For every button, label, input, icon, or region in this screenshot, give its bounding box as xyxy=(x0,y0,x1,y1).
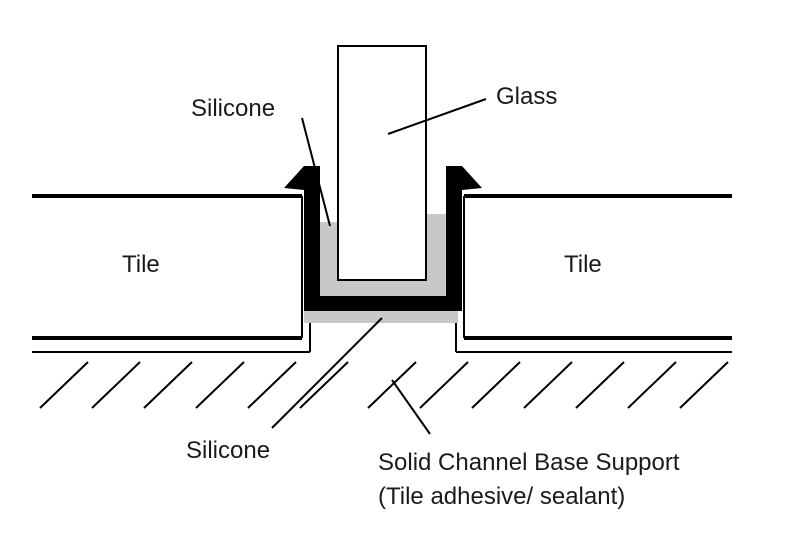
silicone-in-channel xyxy=(320,214,446,296)
leader-lines xyxy=(271,98,487,435)
label-glass: Glass xyxy=(496,83,557,110)
leader-glass xyxy=(387,98,487,135)
label-tile-right: Tile xyxy=(564,251,602,278)
tile-left xyxy=(32,194,310,353)
silicone-bed xyxy=(304,311,458,323)
label-silicone-top: Silicone xyxy=(191,95,275,122)
u-channel xyxy=(284,166,482,311)
leader-silicone-bottom xyxy=(271,317,383,429)
substrate-hatching xyxy=(39,361,729,409)
leader-base-support xyxy=(391,379,431,435)
label-silicone-bottom: Silicone xyxy=(186,437,270,464)
label-base-support-line2: (Tile adhesive/ sealant) xyxy=(378,483,625,510)
label-tile-left: Tile xyxy=(122,251,160,278)
tile-right xyxy=(456,194,732,353)
glass-panel xyxy=(337,45,427,281)
leader-silicone-top xyxy=(301,117,331,227)
label-base-support-line1: Solid Channel Base Support xyxy=(378,449,680,476)
